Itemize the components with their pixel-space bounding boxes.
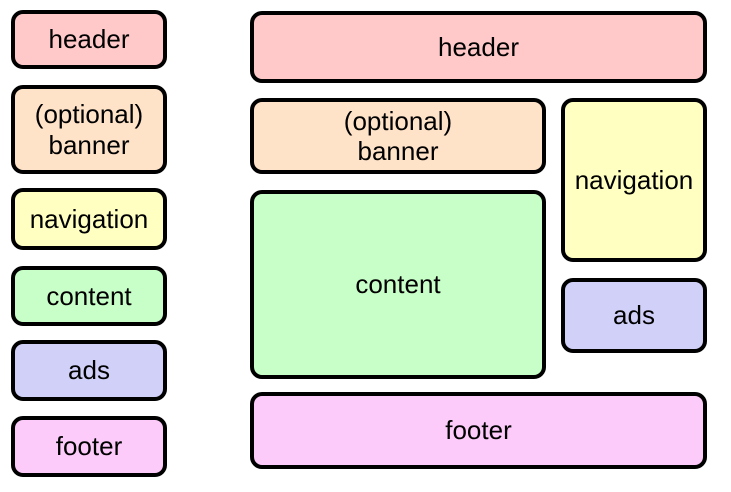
wide-footer-label: footer — [445, 415, 512, 446]
wide-banner-box: (optional) banner — [250, 98, 546, 174]
wide-content-label: content — [355, 269, 441, 300]
wide-content-box: content — [250, 190, 546, 379]
narrow-footer-label: footer — [55, 431, 123, 462]
narrow-banner-box: (optional) banner — [11, 85, 167, 174]
wide-navigation-label: navigation — [574, 164, 694, 195]
narrow-navigation-label: navigation — [29, 203, 149, 234]
wide-footer-box: footer — [250, 392, 707, 469]
wide-header-box: header — [250, 11, 707, 83]
narrow-banner-label-line1: (optional) — [34, 99, 144, 130]
narrow-content-label: content — [46, 280, 132, 311]
wide-navigation-box: navigation — [561, 98, 707, 262]
narrow-ads-label: ads — [68, 355, 110, 386]
narrow-navigation-box: navigation — [11, 188, 167, 250]
wide-banner-label-line1: (optional) — [343, 105, 453, 136]
narrow-header-box: header — [11, 10, 167, 69]
wide-header-label: header — [438, 31, 519, 62]
wide-banner-label-line2: banner — [357, 136, 439, 166]
narrow-footer-box: footer — [11, 416, 167, 477]
narrow-banner-label-line2: banner — [48, 129, 130, 160]
wide-ads-box: ads — [561, 278, 707, 353]
narrow-ads-box: ads — [11, 340, 167, 401]
narrow-header-label: header — [48, 24, 130, 55]
wide-ads-label: ads — [613, 300, 655, 331]
narrow-content-box: content — [11, 266, 167, 326]
